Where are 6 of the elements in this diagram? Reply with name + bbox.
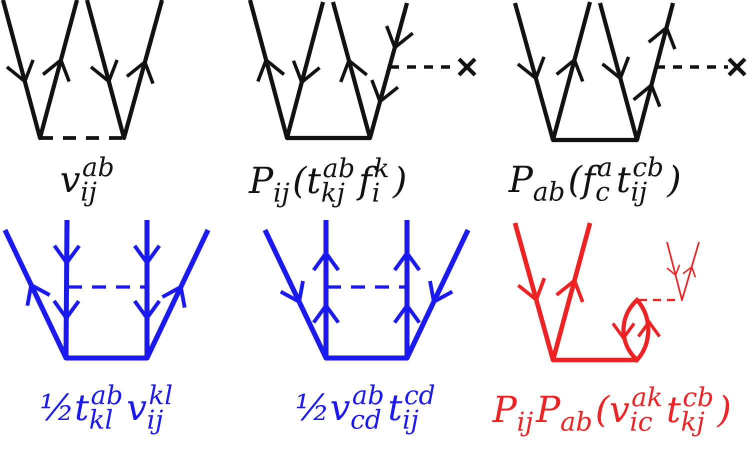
formula: ½t$^{ab}$$_{kl}$v$^{kl}$ij <box>41 384 172 434</box>
formula: P$_{ab}$(f$^{a}$$_{c}$t$^{cb}$$_{ij}$) <box>508 156 680 206</box>
formula: v$^{ab}$ij <box>61 156 113 206</box>
formula: P$_{ij}$(t$^{ab}$$_{kj}$f$^{k}$$_{i}$) <box>248 157 405 208</box>
formula: P$_{ij}$P$_{ab}$(v$^{ak}$$_{ic}$t$^{cb}$$_{kj}$) <box>492 386 730 436</box>
formula: ½v$^{ab}$$_{cd}$t$^{cd}$ij <box>296 384 434 434</box>
